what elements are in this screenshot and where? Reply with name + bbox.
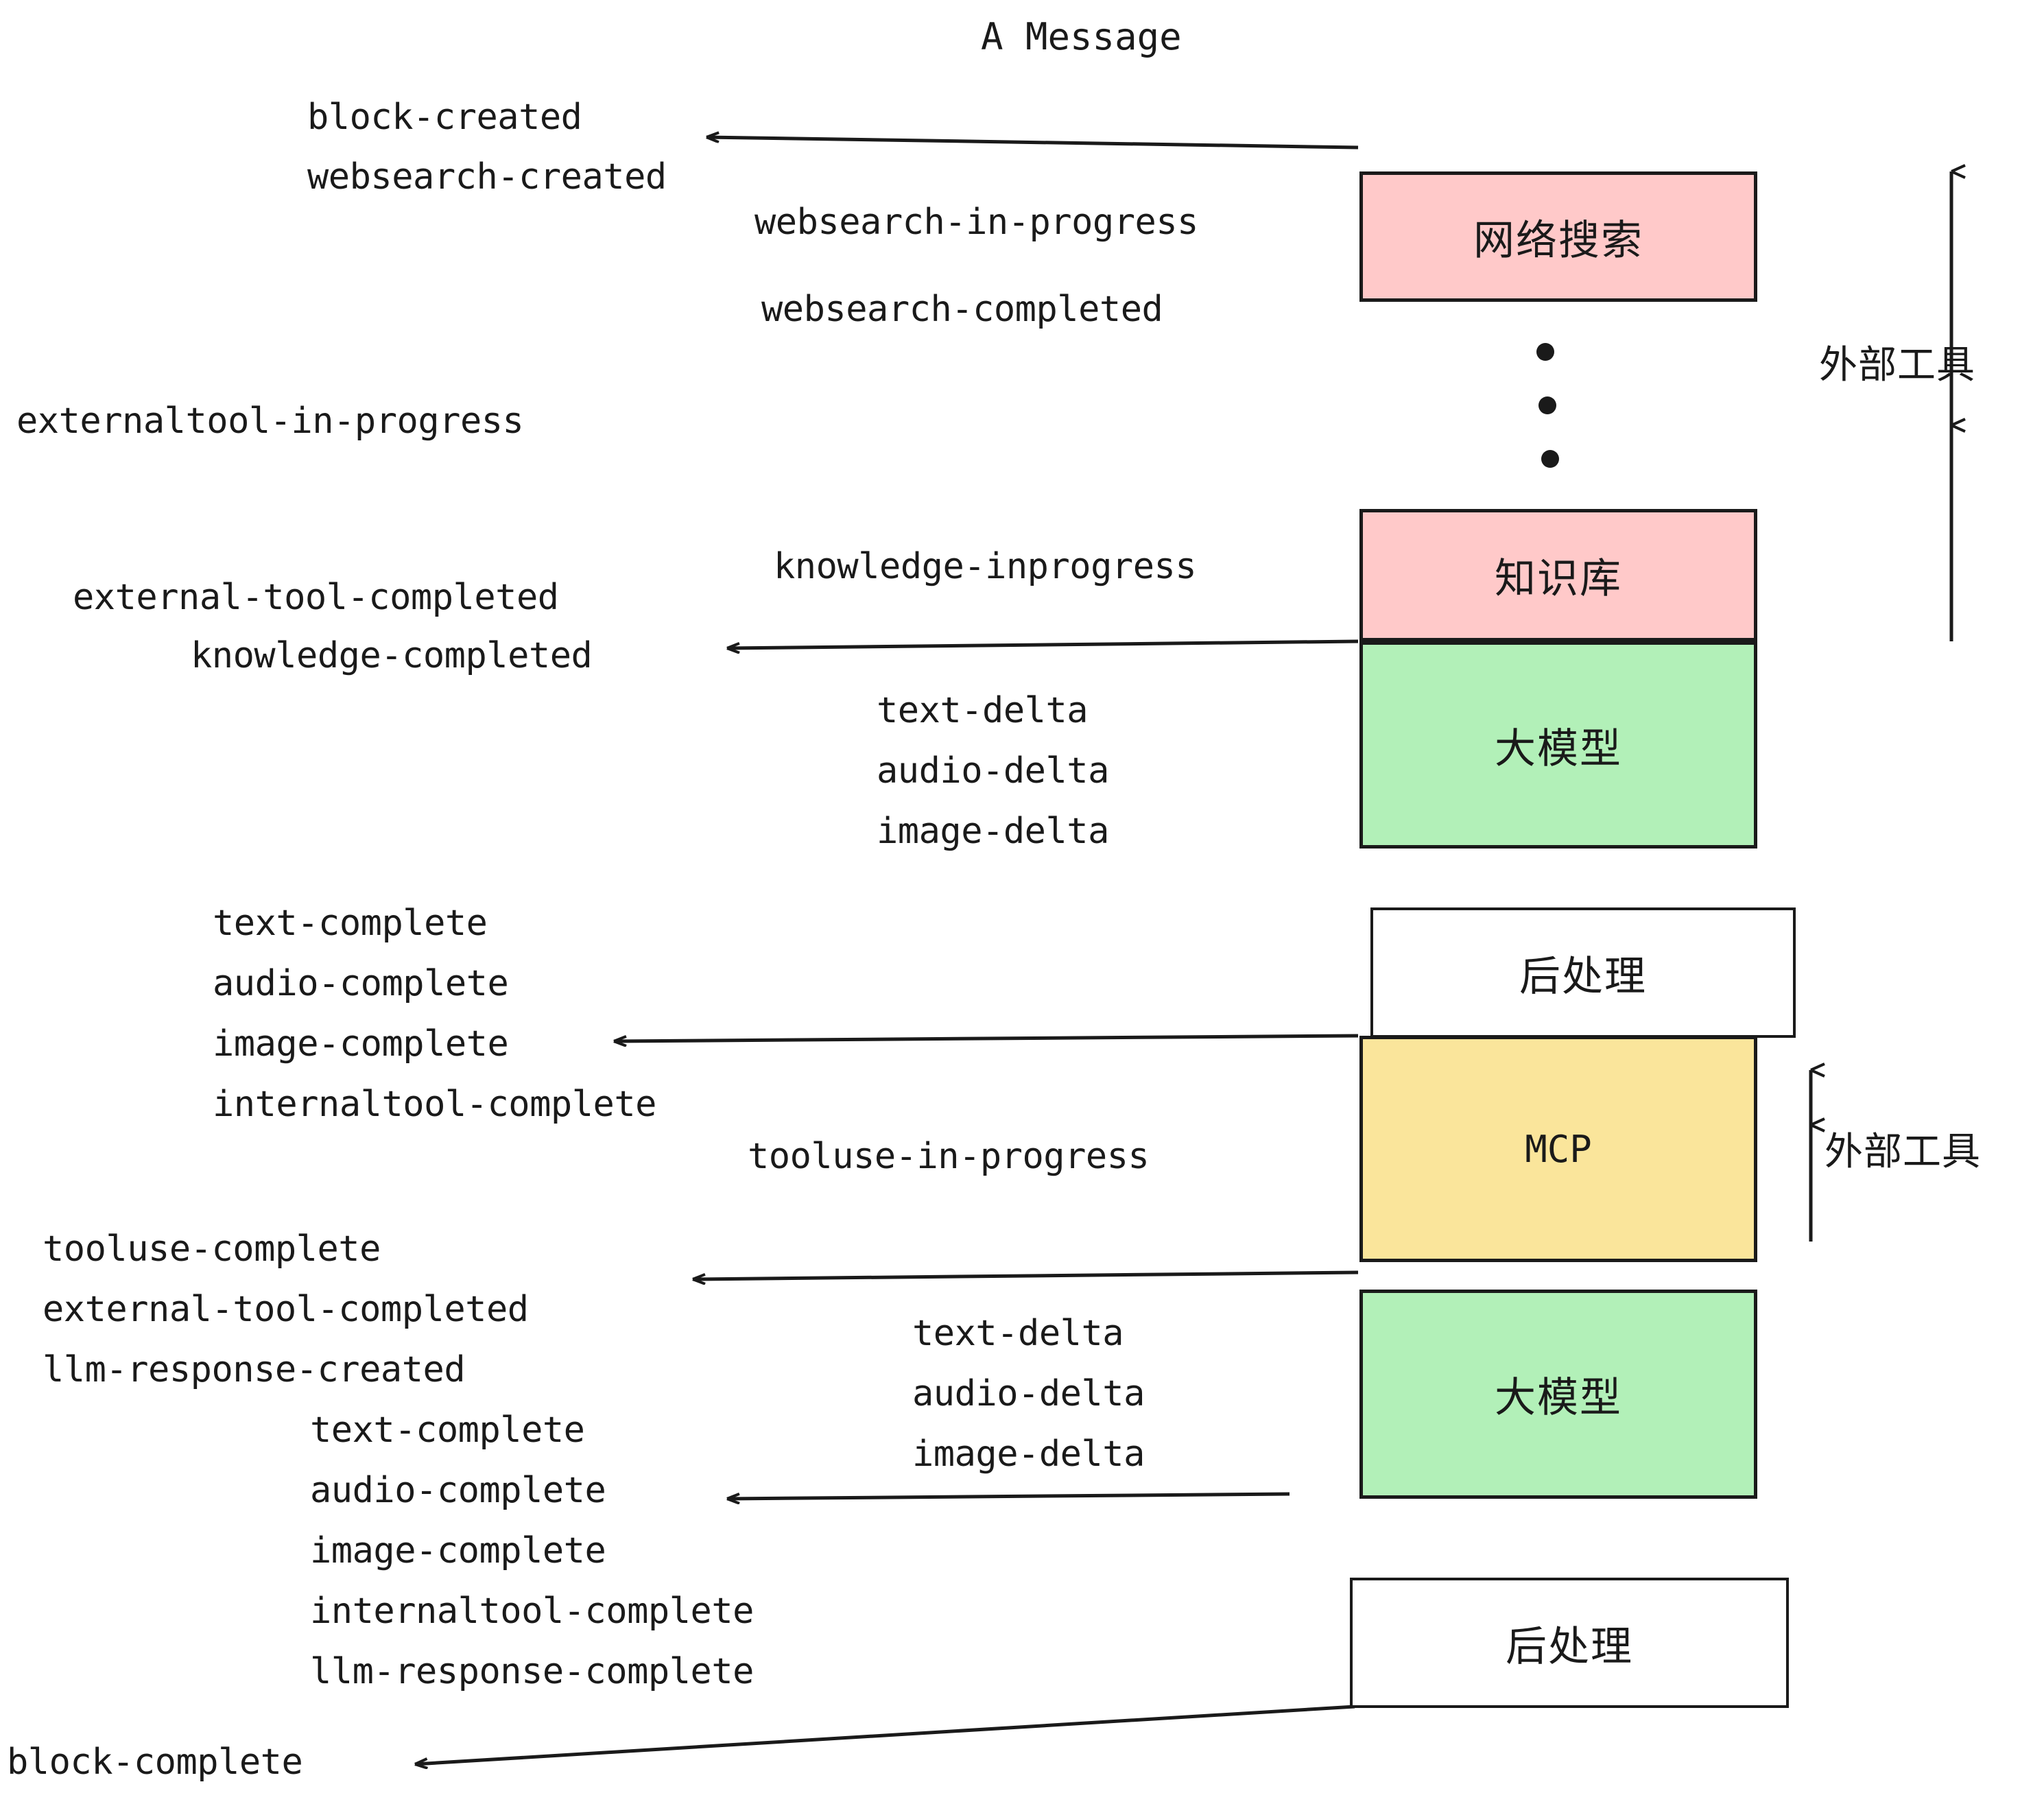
box-llm-bottom[interactable]: 大模型 [1359, 1290, 1757, 1499]
side-label-external-tools-top: 外部工具 [1819, 343, 1975, 388]
event-external-tool-completed-2: external-tool-completed [43, 1289, 529, 1330]
event-audio-delta-1: audio-delta [877, 750, 1109, 792]
event-internaltool-complete-2: internaltool-complete [310, 1591, 754, 1632]
arrow-knowledge-completed [727, 639, 1359, 648]
event-audio-delta-2: audio-delta [912, 1373, 1145, 1414]
event-text-delta-1: text-delta [877, 690, 1089, 731]
event-tooluse-complete: tooluse-complete [43, 1229, 381, 1270]
event-externaltool-in-progress: externaltool-in-progress [16, 401, 524, 442]
box-knowledge[interactable]: 知识库 [1359, 509, 1757, 641]
event-tooluse-in-progress: tooluse-in-progress [748, 1136, 1150, 1177]
event-block-complete: block-complete [7, 1742, 303, 1783]
page-title: A Message [981, 15, 1182, 58]
box-postprocess-top[interactable]: 后处理 [1370, 907, 1796, 1038]
event-internaltool-complete-1: internaltool-complete [213, 1084, 656, 1125]
arrow-block-complete [415, 1705, 1355, 1764]
box-llm-top[interactable]: 大模型 [1359, 641, 1757, 848]
box-postprocess-bottom[interactable]: 后处理 [1350, 1578, 1789, 1708]
box-knowledge-label: 知识库 [1495, 555, 1622, 603]
box-websearch-label: 网络搜索 [1473, 216, 1643, 265]
event-knowledge-inprogress: knowledge-inprogress [774, 546, 1197, 587]
event-knowledge-completed: knowledge-completed [191, 635, 593, 676]
event-external-tool-completed-1: external-tool-completed [73, 577, 559, 618]
event-image-delta-1: image-delta [877, 811, 1109, 852]
event-text-complete-2: text-complete [310, 1410, 585, 1451]
event-audio-complete-1: audio-complete [213, 963, 509, 1004]
event-image-complete-2: image-complete [310, 1530, 606, 1571]
event-image-delta-2: image-delta [912, 1434, 1145, 1475]
box-postprocess-bottom-label: 后处理 [1506, 1622, 1633, 1671]
arrow-audio-complete [727, 1492, 1290, 1499]
event-websearch-completed: websearch-completed [761, 289, 1163, 330]
event-text-delta-2: text-delta [912, 1313, 1124, 1354]
side-label-external-tools-bottom: 外部工具 [1825, 1130, 1981, 1174]
box-postprocess-top-label: 后处理 [1519, 952, 1647, 1001]
arrow-image-complete [614, 1034, 1359, 1041]
arrow-websearch-created [706, 137, 1359, 150]
event-block-created: block-created [307, 97, 582, 138]
arrow-tooluse-complete [693, 1270, 1359, 1279]
event-image-complete-1: image-complete [213, 1023, 509, 1065]
box-mcp[interactable]: MCP [1359, 1036, 1757, 1262]
event-text-complete-1: text-complete [213, 903, 488, 944]
box-llm-top-label: 大模型 [1495, 724, 1622, 773]
event-audio-complete-2: audio-complete [310, 1470, 606, 1511]
ellipsis-dot-3 [1541, 450, 1559, 468]
event-websearch-created: websearch-created [307, 156, 667, 198]
ellipsis-dot-2 [1538, 396, 1556, 414]
ellipsis-dot-1 [1536, 343, 1554, 361]
box-llm-bottom-label: 大模型 [1495, 1374, 1622, 1422]
event-llm-response-created: llm-response-created [43, 1349, 466, 1390]
event-llm-response-complete: llm-response-complete [310, 1651, 754, 1692]
box-websearch[interactable]: 网络搜索 [1359, 171, 1757, 302]
box-mcp-label: MCP [1525, 1127, 1592, 1171]
event-websearch-in-progress: websearch-in-progress [754, 202, 1198, 243]
